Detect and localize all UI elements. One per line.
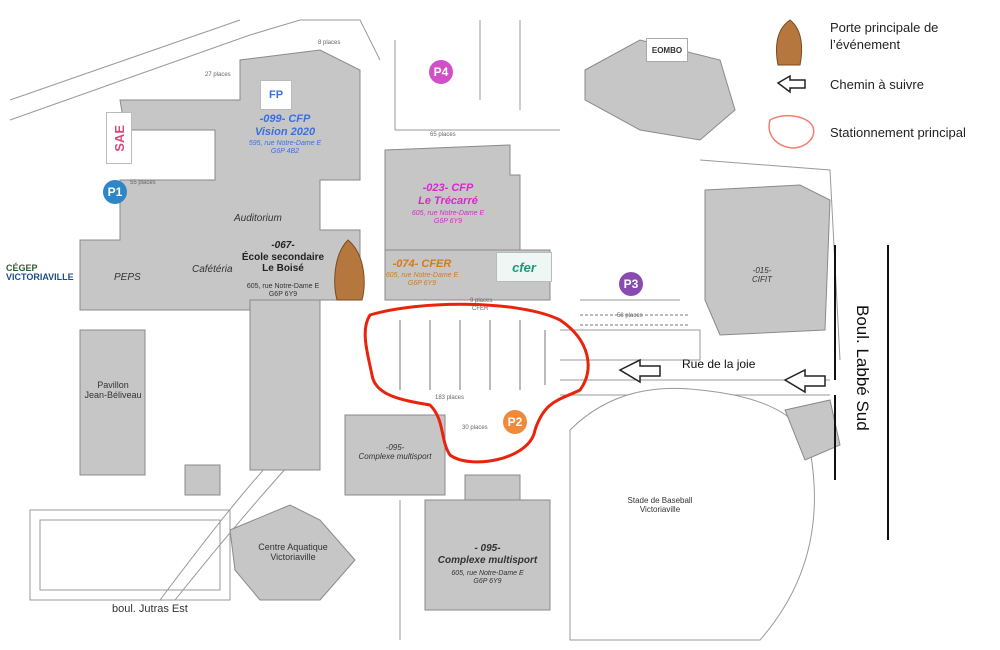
cafeteria-label: Cafétéria xyxy=(192,264,233,275)
entrance-icon xyxy=(776,19,803,66)
fp-logo: FP xyxy=(260,80,292,110)
complexe-small-label: -095- Complexe multisport xyxy=(358,443,432,462)
jutras-label: boul. Jutras Est xyxy=(112,603,188,615)
aquatique-label: Centre Aquatique Victoriaville xyxy=(258,542,328,563)
pavillon-label: Pavillon Jean-Béliveau xyxy=(84,380,142,401)
road-edge xyxy=(9,19,241,101)
cfp-vision-label: -099- CFP Vision 2020 xyxy=(254,113,316,138)
complexe-big-label: - 095- Complexe multisport xyxy=(437,543,538,566)
baseball-building xyxy=(784,399,841,461)
sae-logo: SAE xyxy=(106,112,132,164)
legend-entrance: Porte principale de l’événement xyxy=(830,20,939,52)
legend-parking: Stationnement principal xyxy=(830,125,966,140)
path-arrows xyxy=(618,358,826,394)
parking-badge-p3: P3 xyxy=(619,272,643,296)
path-arrow-icon xyxy=(776,74,806,94)
cegep-logo: CÉGEP VICTORIAVILLE xyxy=(6,263,74,283)
peps-label: PEPS xyxy=(114,272,141,283)
parking-badge-p1: P1 xyxy=(103,180,127,204)
boise-label: -067- École secondaire Le Boisé xyxy=(241,240,325,274)
places-label: 30 places xyxy=(462,425,488,431)
cifit-building xyxy=(704,184,831,336)
baseball-field xyxy=(569,387,815,641)
labbe-label: Boul. Labbé Sud xyxy=(853,305,872,431)
path-arrow-1 xyxy=(618,358,661,384)
cfp-vision-address: 595, rue Notre-Dame E G6P 4B2 xyxy=(248,140,322,156)
legend-path: Chemin à suivre xyxy=(830,77,924,92)
cfer-label: -074- CFER xyxy=(392,258,452,270)
places-label: 58 places xyxy=(617,313,643,319)
cifit-label: -015- CIFIT xyxy=(752,266,772,285)
rue-joie-label: Rue de la joie xyxy=(682,357,756,371)
complexe-small-building xyxy=(344,414,446,496)
eombo-logo: EOMBO xyxy=(646,38,688,62)
complexe-big-address: 605, rue Notre-Dame E G6P 6Y9 xyxy=(451,570,524,586)
parking-outline-icon xyxy=(768,114,815,149)
cfp-trecarre-address: 605, rue Notre-Dame E G6P 6Y9 xyxy=(411,210,485,226)
places-label: 8 places xyxy=(318,40,341,46)
pavillon-building xyxy=(79,329,146,476)
places-label: 9 places xyxy=(470,298,493,304)
boise-address: 605, rue Notre-Dame E G6P 6Y9 xyxy=(246,283,320,299)
cfer-address: 605, rue Notre-Dame E G6P 6Y9 xyxy=(385,272,459,288)
path-arrow-2 xyxy=(783,368,826,394)
main-parking-outline xyxy=(363,302,590,464)
places-label: 55 places xyxy=(130,180,156,186)
parking-badge-p4: P4 xyxy=(429,60,453,84)
aquatique-building xyxy=(229,504,356,601)
places-label: 27 places xyxy=(205,72,231,78)
places-label: 183 places xyxy=(435,395,465,401)
boise-wing xyxy=(249,299,321,471)
auditorium-label: Auditorium xyxy=(234,213,282,224)
parking-badge-p2: P2 xyxy=(503,410,527,434)
cfer-logo: cfer xyxy=(496,252,552,282)
places-label: 65 places xyxy=(430,132,456,138)
places-label: CFER xyxy=(472,306,489,312)
cfp-trecarre-label: -023- CFP Le Trécarré xyxy=(418,182,478,207)
baseball-label: Stade de Baseball Victoriaville xyxy=(627,496,693,515)
main-entrance-marker xyxy=(334,239,365,301)
